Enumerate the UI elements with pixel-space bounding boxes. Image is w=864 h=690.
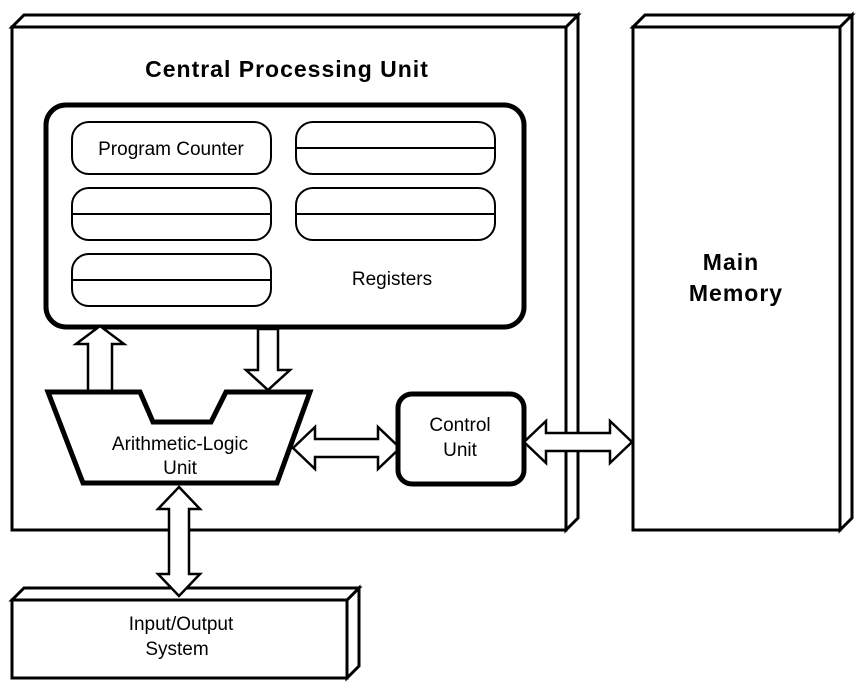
alu-to-registers-arrow [72,324,128,393]
register-pill [295,187,496,241]
control-unit [395,391,527,487]
register-pill [71,187,272,241]
control-unit-label-line2: Unit [443,440,478,461]
main-memory-label-line2: Memory [689,280,783,306]
alu-label-line1: Arithmetic-Logic [112,434,248,455]
control-unit-label-line1: Control [429,415,490,436]
io-system-box: Input/Output System [8,584,363,682]
cpu-box-right-side [564,11,580,534]
control-unit-group: Control Unit [395,391,527,487]
program-counter-label: Program Counter [98,139,244,160]
io-box-front [10,598,349,680]
register-pill [71,253,272,307]
control-unit-memory-arrow [522,418,634,466]
io-system-label-line2: System [145,639,208,660]
alu-label-line2: Unit [163,458,198,479]
cpu-box-top-side [8,13,582,29]
cpu-title: Central Processing Unit [145,56,429,82]
memory-box-top-side [629,13,856,29]
program-counter-register [71,121,272,175]
memory-box-right-side [838,11,854,534]
main-memory-box: Main Memory [629,11,856,534]
arithmetic-logic-unit [44,389,314,486]
registers-to-alu-arrow [242,327,294,392]
memory-box-front [631,25,842,532]
main-memory-label-line1: Main [703,249,759,275]
register-pill [295,121,496,175]
registers-caption: Registers [352,269,432,290]
io-system-label-line1: Input/Output [129,614,234,635]
io-box-right-side [345,584,361,682]
registers-group: Program Counter Registers [43,102,527,330]
alu-io-system-arrow [155,485,203,598]
alu-group: Arithmetic-Logic Unit [44,389,314,486]
